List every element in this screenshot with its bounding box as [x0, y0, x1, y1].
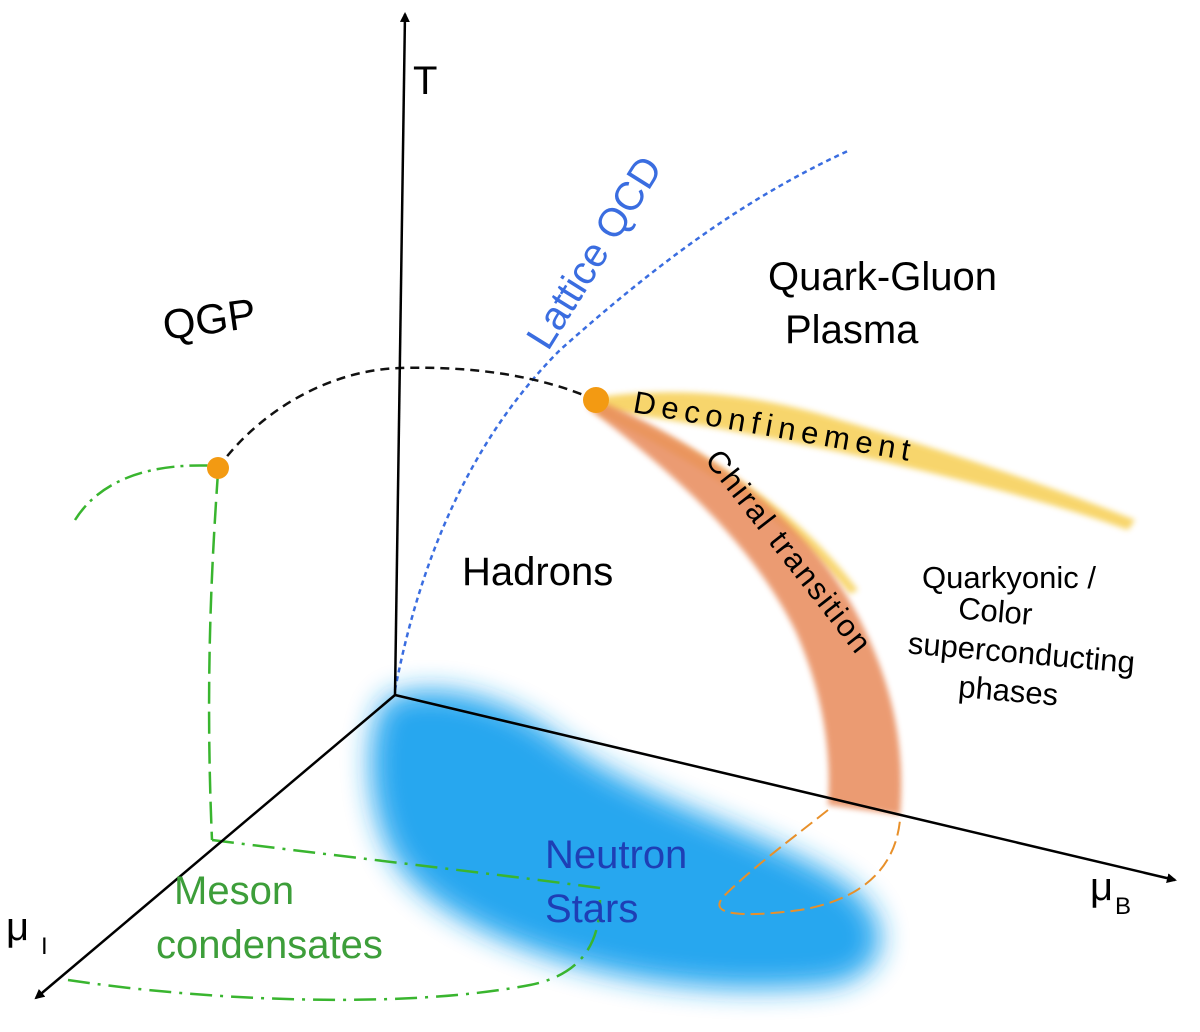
meson-curve-vertical [207, 471, 220, 841]
lattice-qcd-label: Lattice QCD [518, 149, 671, 357]
quarkyonic-phases-label: Quarkyonic / [922, 560, 1096, 595]
isospin-transition-curve [216, 366, 596, 469]
meson-curve-bottom [67, 899, 602, 1002]
meson-condensates-label: Meson condensates [156, 869, 383, 967]
quarkyonic-line-4: phases [957, 669, 1060, 713]
baryon-chemical-potential-axis [394, 693, 1177, 884]
chiral-transition-label: Chiral transition [698, 443, 879, 661]
quarkyonic-line-3: superconducting [907, 625, 1137, 680]
chiral-dashed-continuation [718, 809, 901, 916]
neutron-stars-label: Neutron Stars [545, 833, 698, 931]
meson-curve-middle [211, 838, 601, 890]
qgp-label: QGP [160, 289, 259, 349]
baryon-critical-point [583, 387, 609, 413]
temperature-axis [393, 12, 410, 696]
lattice-qcd-curve [393, 148, 851, 691]
isospin-critical-point [207, 457, 229, 479]
quarkyonic-line-2: Color [957, 591, 1034, 632]
chiral-transition-band [588, 398, 902, 815]
isospin-chemical-potential-axis [34, 694, 396, 1000]
quarkyonic-phases-group: Color superconducting phases [907, 591, 1137, 713]
hadrons-label: Hadrons [462, 550, 613, 594]
quark-gluon-plasma-label: Quark-Gluon Plasma [768, 255, 1008, 352]
temperature-axis-label: T [413, 59, 437, 103]
deconfinement-band [592, 392, 1135, 530]
meson-curve-top [73, 464, 219, 521]
baryon-axis-label: μB [1090, 865, 1131, 920]
